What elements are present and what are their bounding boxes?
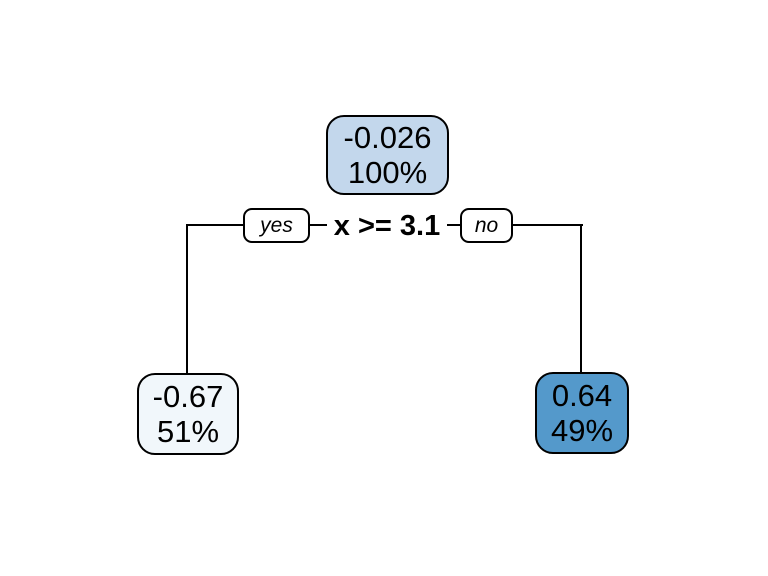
root-node-percent: 100%: [347, 155, 428, 190]
left-leaf-value: -0.67: [152, 379, 224, 414]
left-leaf-node: -0.67 51%: [137, 373, 239, 455]
right-leaf-percent: 49%: [550, 413, 614, 448]
yes-branch-label-text: yes: [260, 213, 293, 237]
yes-branch-label: yes: [243, 208, 310, 243]
no-branch-label: no: [460, 208, 513, 243]
right-leaf-node: 0.64 49%: [535, 372, 629, 454]
branch-left-vertical-line: [186, 224, 188, 375]
split-condition-text: x >= 3.1: [333, 209, 441, 242]
branch-right-vertical-line: [580, 224, 582, 374]
no-branch-label-text: no: [474, 213, 499, 237]
right-leaf-value: 0.64: [551, 378, 613, 413]
left-leaf-percent: 51%: [156, 414, 220, 449]
split-condition-label: x >= 3.1: [327, 206, 447, 246]
root-node: -0.026 100%: [326, 115, 449, 195]
root-node-value: -0.026: [343, 120, 432, 155]
